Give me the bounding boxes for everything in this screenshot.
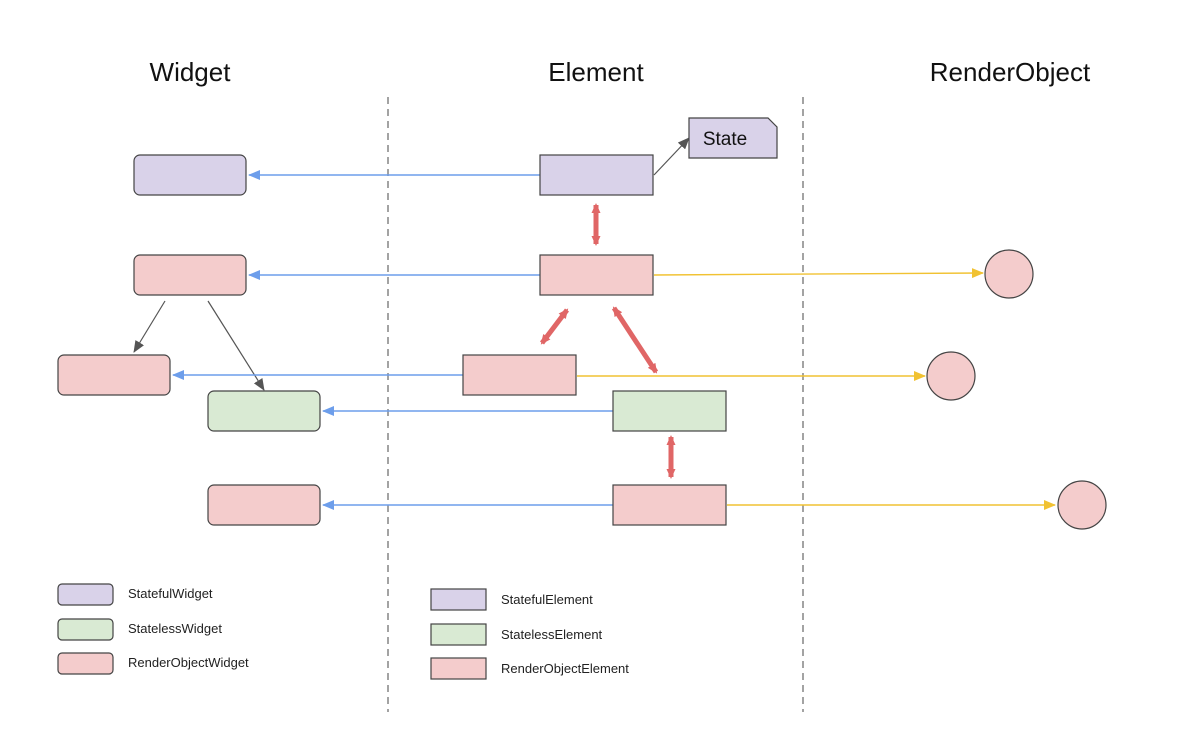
widget-child-link [133, 300, 166, 353]
legend-swatch-stateless-widget [57, 618, 114, 641]
legend-label-stateful-element: StatefulElement [501, 592, 593, 607]
column-title-render-object: RenderObject [930, 57, 1091, 87]
stateless-widget-node [207, 390, 321, 432]
render-object-node [1057, 480, 1107, 530]
column-title-element: Element [548, 57, 644, 87]
element-tree-relation [540, 308, 569, 345]
stateful-widget-node [133, 154, 247, 196]
stateful-element-node [539, 154, 654, 196]
render-object-widget-node [57, 354, 171, 396]
render-object-widget-node [207, 484, 321, 526]
element-state-link [653, 137, 690, 176]
render-object-node [926, 351, 976, 401]
render-object-element-node [612, 484, 727, 526]
legend-label-stateless-widget: StatelessWidget [128, 621, 222, 636]
legend-swatch-render-object-widget [57, 652, 114, 675]
render-object-node [984, 249, 1034, 299]
state-label: State [703, 129, 747, 150]
column-title-widget: Widget [150, 57, 232, 87]
element-renderobject-link [653, 268, 984, 279]
state-node [688, 117, 778, 159]
legend-label-stateless-element: StatelessElement [501, 627, 603, 642]
legend-swatch-stateful-widget [57, 583, 114, 606]
legend-swatch-stateful-element [430, 588, 487, 611]
element-tree-relation [611, 306, 659, 374]
render-object-widget-node [133, 254, 247, 296]
render-object-element-node [539, 254, 654, 296]
legend-label-render-object-element: RenderObjectElement [501, 661, 629, 676]
legend-swatch-stateless-element [430, 623, 487, 646]
legend-label-stateful-widget: StatefulWidget [128, 586, 213, 601]
stateless-element-node [612, 390, 727, 432]
legend-label-render-object-widget: RenderObjectWidget [128, 655, 249, 670]
legend-swatch-render-object-element [430, 657, 487, 680]
widget-child-link [207, 300, 265, 391]
render-object-element-node [462, 354, 577, 396]
